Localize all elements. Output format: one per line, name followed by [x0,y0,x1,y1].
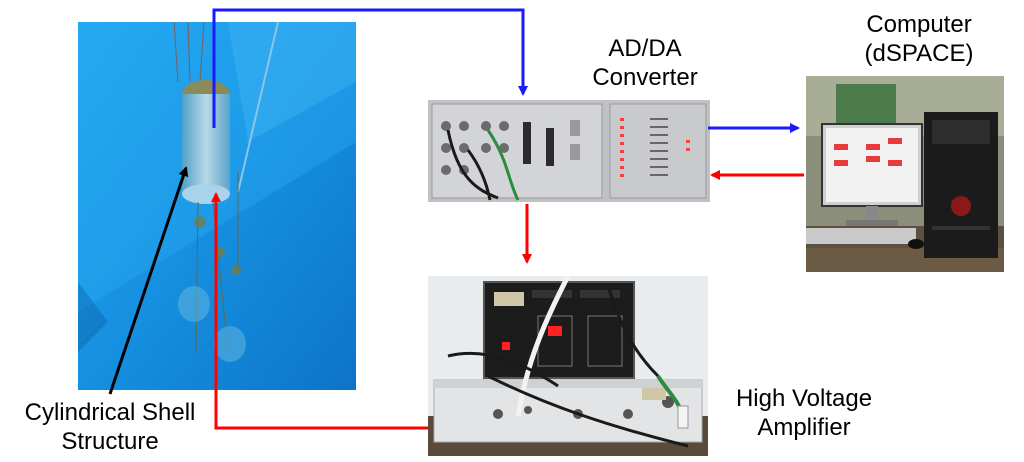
water-tank-photo [78,22,356,390]
converter-photo [428,100,710,202]
computer-label: Computer (dSPACE) [834,10,1004,68]
computer-label-line2: (dSPACE) [864,40,974,67]
converter-label-line1: AD/DA [608,35,682,62]
converter-label: AD/DA Converter [560,34,730,92]
red-arrow-amplifier-to-cylinder [211,192,428,430]
amplifier-label-line2: Amplifier [757,414,851,441]
amplifier-label-line1: High Voltage [735,385,873,412]
black-pointer-to-cylinder [108,166,189,395]
amplifier-label: High Voltage Amplifier [714,384,894,442]
blue-arrow-cylinder-to-converter [212,8,528,128]
amplifier-photo [428,276,708,456]
structure-label: Cylindrical Shell Structure [0,398,220,456]
structure-label-line1: Cylindrical Shell [24,399,196,426]
computer-label-line1: Computer [866,11,972,38]
computer-photo [806,76,1004,272]
converter-label-line2: Converter [592,64,698,91]
structure-label-line2: Structure [61,428,159,455]
